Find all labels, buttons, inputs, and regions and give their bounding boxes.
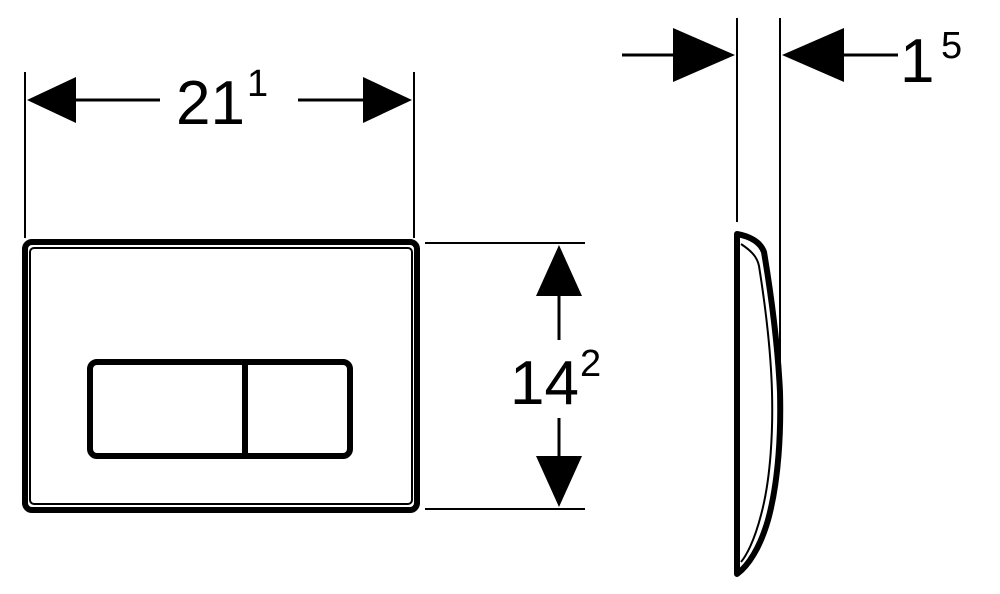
plate-outline <box>22 239 420 513</box>
plate-front-view <box>22 239 420 513</box>
arrow-right-icon <box>673 28 735 82</box>
arrow-left-icon <box>782 28 844 82</box>
arrow-up-icon <box>536 245 582 296</box>
thickness-label: 1 <box>900 27 934 96</box>
thickness-label-superscript: 5 <box>941 25 962 67</box>
plate-bevel <box>29 247 413 505</box>
arrow-down-icon <box>536 456 582 507</box>
width-dimension: 21 1 <box>24 63 415 238</box>
arrow-right-icon <box>363 77 412 123</box>
height-label: 14 <box>510 349 579 418</box>
plate-side-profile <box>734 231 784 577</box>
width-label-superscript: 1 <box>247 63 268 105</box>
flush-buttons-frame <box>87 359 353 459</box>
height-dimension: 14 2 <box>425 242 601 510</box>
arrow-left-icon <box>27 77 76 123</box>
thickness-dimension: 1 5 <box>622 18 962 372</box>
height-label-superscript: 2 <box>580 343 601 385</box>
width-label: 21 <box>176 69 245 138</box>
plate-side-inner-edge <box>740 243 774 563</box>
plate-side-view <box>734 231 784 577</box>
